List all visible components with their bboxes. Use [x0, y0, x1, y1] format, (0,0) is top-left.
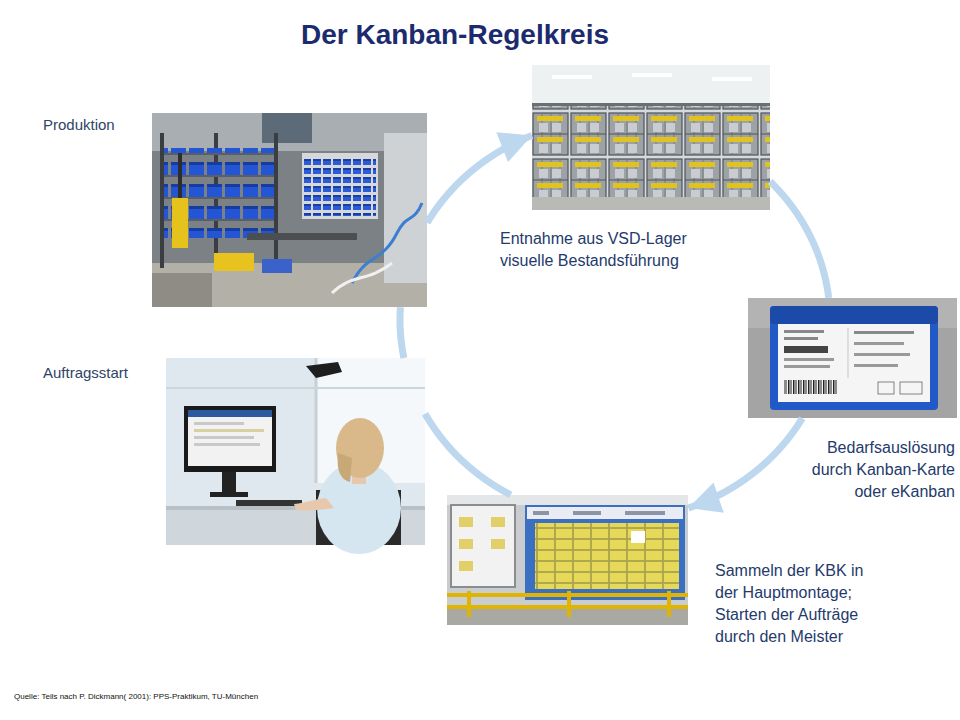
kanban-board-photo-part — [573, 511, 601, 515]
production-photo-part — [152, 273, 212, 307]
kanban-card-photo-part — [748, 298, 957, 328]
kanban-board-photo-part — [459, 539, 473, 549]
production-photo-part — [274, 133, 278, 268]
kanban-card-photo-part — [770, 306, 938, 410]
production-photo-part — [152, 113, 427, 307]
kanban-board-photo-part — [491, 539, 505, 549]
step-caption: Sammeln der KBK in der Hauptmontage; Sta… — [715, 560, 883, 649]
kanban-card-photo-part — [784, 365, 830, 368]
office-photo-part — [194, 443, 260, 446]
kanban-board-photo — [447, 495, 688, 625]
production-photo-part — [178, 153, 182, 198]
kanban-card-photo-part — [854, 342, 904, 345]
kanban-card-photo-part — [878, 382, 894, 394]
kanban-board-photo-part — [525, 505, 685, 600]
production-photo — [152, 113, 427, 307]
cycle-arrow — [688, 418, 802, 508]
kanban-card-photo-part — [748, 298, 957, 418]
kanban-board-photo-part — [467, 591, 471, 617]
production-photo-part — [352, 203, 422, 283]
warehouse-photo-part — [632, 73, 672, 77]
production-photo-part — [172, 198, 188, 248]
kanban-card-photo-part — [900, 382, 922, 394]
step-caption: Entnahme aus VSD-Lager visuelle Bestands… — [500, 228, 715, 273]
warehouse-photo — [532, 65, 770, 210]
kanban-board-photo-part — [451, 505, 515, 587]
production-photo-part — [214, 253, 254, 271]
photo-step: Entnahme aus VSD-Lager visuelle Bestands… — [532, 65, 770, 210]
kanban-board-photo-part — [667, 591, 671, 617]
production-photo-part — [262, 259, 292, 273]
cycle-arrow — [400, 307, 404, 358]
kanban-board-photo-part — [625, 511, 665, 515]
kanban-card-photo-part — [778, 324, 930, 402]
office-photo-part — [210, 492, 248, 497]
kanban-board-photo-part — [447, 495, 688, 625]
office-photo-part — [338, 453, 352, 482]
photo-step: Sammeln der KBK in der Hauptmontage; Sta… — [447, 495, 688, 625]
kanban-board-photo-part — [459, 561, 473, 571]
kanban-board-photo-part — [535, 523, 679, 589]
production-photo-part — [247, 233, 357, 240]
kanban-board-photo-part — [533, 511, 549, 515]
office-photo-part — [222, 472, 236, 494]
office-photo-part — [316, 358, 425, 483]
source-note: Quelle: Teils nach P. Dickmann( 2001): P… — [14, 692, 258, 701]
kanban-card-photo — [748, 298, 957, 418]
kanban-card-photo-part — [854, 364, 898, 367]
office-photo — [166, 358, 425, 554]
cycle-arrow — [427, 136, 532, 223]
step-caption: Bedarfsauslösung durch Kanban-Karte oder… — [795, 437, 955, 504]
production-photo-part — [160, 133, 164, 268]
kanban-card-photo-part — [854, 353, 910, 356]
photo-step: Bedarfsauslösung durch Kanban-Karte oder… — [748, 298, 957, 418]
office-photo-part — [166, 387, 425, 389]
warehouse-photo-part — [532, 103, 770, 106]
production-photo-part — [332, 263, 392, 293]
office-photo-part — [194, 436, 254, 439]
office-photo-part — [306, 362, 342, 378]
step-heading: Produktion — [43, 115, 143, 136]
cycle-arrow — [425, 414, 511, 495]
warehouse-photo-part — [532, 197, 770, 210]
warehouse-photo-part — [532, 65, 770, 210]
cycle-arrow — [770, 181, 829, 298]
office-photo-part — [194, 429, 264, 432]
kanban-card-photo-part — [784, 380, 838, 394]
kanban-card-photo-part — [784, 358, 834, 361]
office-photo-part — [188, 410, 272, 417]
kanban-card-photo-part — [784, 346, 828, 353]
office-photo-part — [184, 406, 276, 472]
kanban-card-photo-part — [784, 337, 818, 340]
diagram-title: Der Kanban-Regelkreis — [205, 19, 705, 51]
kanban-board-photo-part — [567, 591, 571, 617]
kanban-card-photo-part — [854, 331, 914, 334]
photo-step: Produktion — [152, 113, 427, 307]
kanban-card-photo-part — [848, 328, 849, 378]
warehouse-photo-part — [552, 75, 592, 79]
production-photo-part — [302, 153, 378, 219]
kanban-board-photo-part — [527, 507, 683, 519]
office-photo-part — [194, 422, 244, 425]
warehouse-photo-part — [532, 65, 770, 105]
kanban-board-photo-part — [631, 531, 645, 543]
kanban-card-photo-part — [770, 306, 938, 324]
photo-step: Auftragsstart — [166, 358, 425, 545]
office-photo-part — [188, 410, 272, 466]
kanban-card-photo-part — [784, 330, 824, 333]
kanban-board-photo-part — [459, 517, 473, 527]
production-photo-part — [262, 113, 312, 143]
office-photo-part — [294, 498, 334, 510]
warehouse-photo-part — [712, 77, 752, 81]
office-photo-part — [236, 500, 302, 506]
production-photo-part — [304, 156, 376, 216]
step-heading: Auftragsstart — [43, 363, 158, 384]
kanban-board-photo-part — [491, 517, 505, 527]
kanban-board-photo-part — [447, 495, 688, 505]
warehouse-photo-part — [532, 105, 770, 197]
